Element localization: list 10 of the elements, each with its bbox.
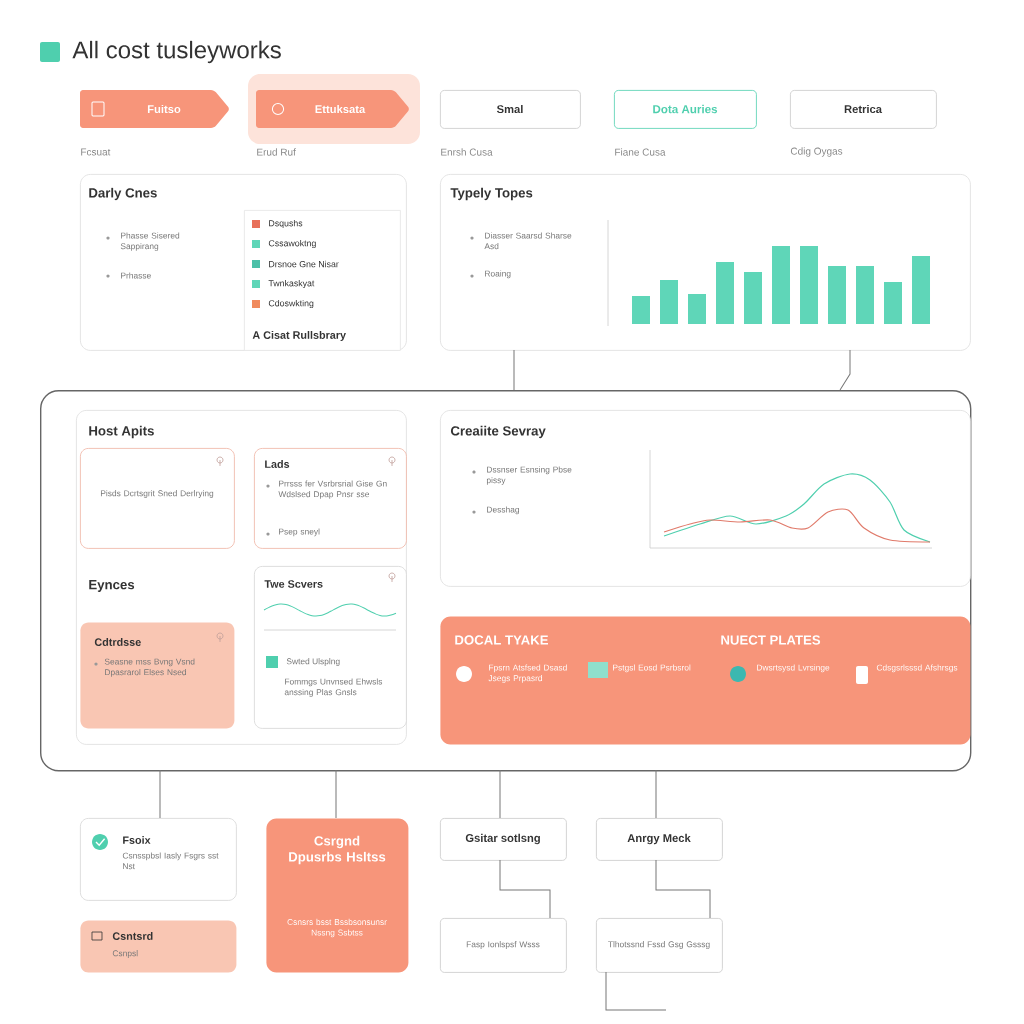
connector — [159, 769, 161, 819]
connector — [839, 349, 851, 391]
connector — [499, 769, 501, 819]
connector — [655, 769, 657, 819]
connector — [499, 859, 551, 919]
connector — [655, 859, 711, 919]
connector — [513, 349, 515, 391]
title: All cost tusleyworks — [72, 40, 281, 64]
connector — [605, 971, 667, 1011]
connector — [335, 769, 337, 819]
